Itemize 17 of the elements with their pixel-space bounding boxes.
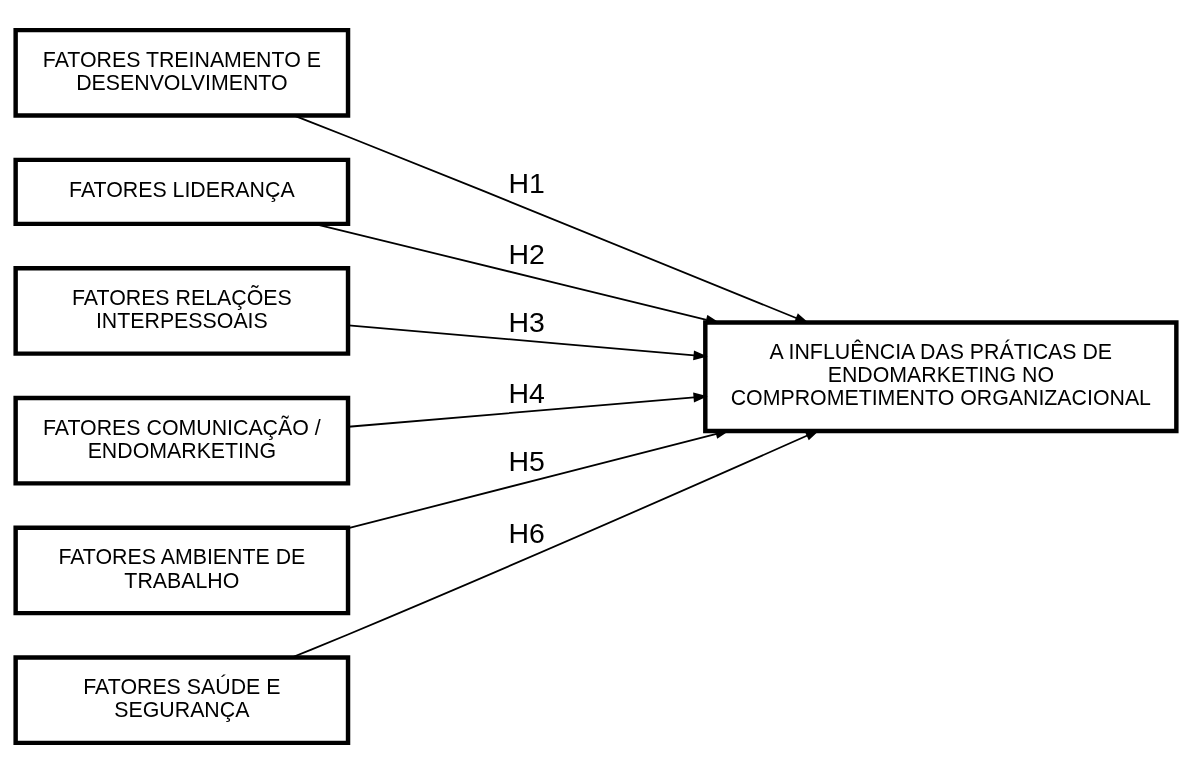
arrow	[347, 324, 708, 361]
edge-label: H3	[508, 305, 545, 338]
arrow	[347, 392, 708, 428]
node-box: FATORES TREINAMENTO E DESENVOLVIMENTO	[13, 27, 351, 118]
node-box: FATORES RELAÇÕES INTERPESSOAIS	[13, 266, 351, 356]
node-box: FATORES SAÚDE E SEGURANÇA	[13, 655, 351, 746]
edge-label: H4	[508, 377, 545, 410]
edge-label: H2	[508, 238, 545, 271]
node-box: FATORES AMBIENTE DE TRABALHO	[13, 525, 351, 616]
node-box: A INFLUÊNCIA DAS PRÁTICAS DE ENDOMARKETING NO COMPROMETIMENTO ORGANIZACIONAL	[703, 320, 1179, 434]
arrow	[293, 114, 810, 324]
edge-label: H6	[508, 517, 545, 550]
arrow	[290, 430, 820, 659]
edge-label: H5	[508, 444, 545, 477]
node-box: FATORES LIDERANÇA	[13, 157, 351, 227]
node-box: FATORES COMUNICAÇÃO / ENDOMARKETING	[13, 395, 351, 486]
edge-label: H1	[508, 167, 545, 200]
